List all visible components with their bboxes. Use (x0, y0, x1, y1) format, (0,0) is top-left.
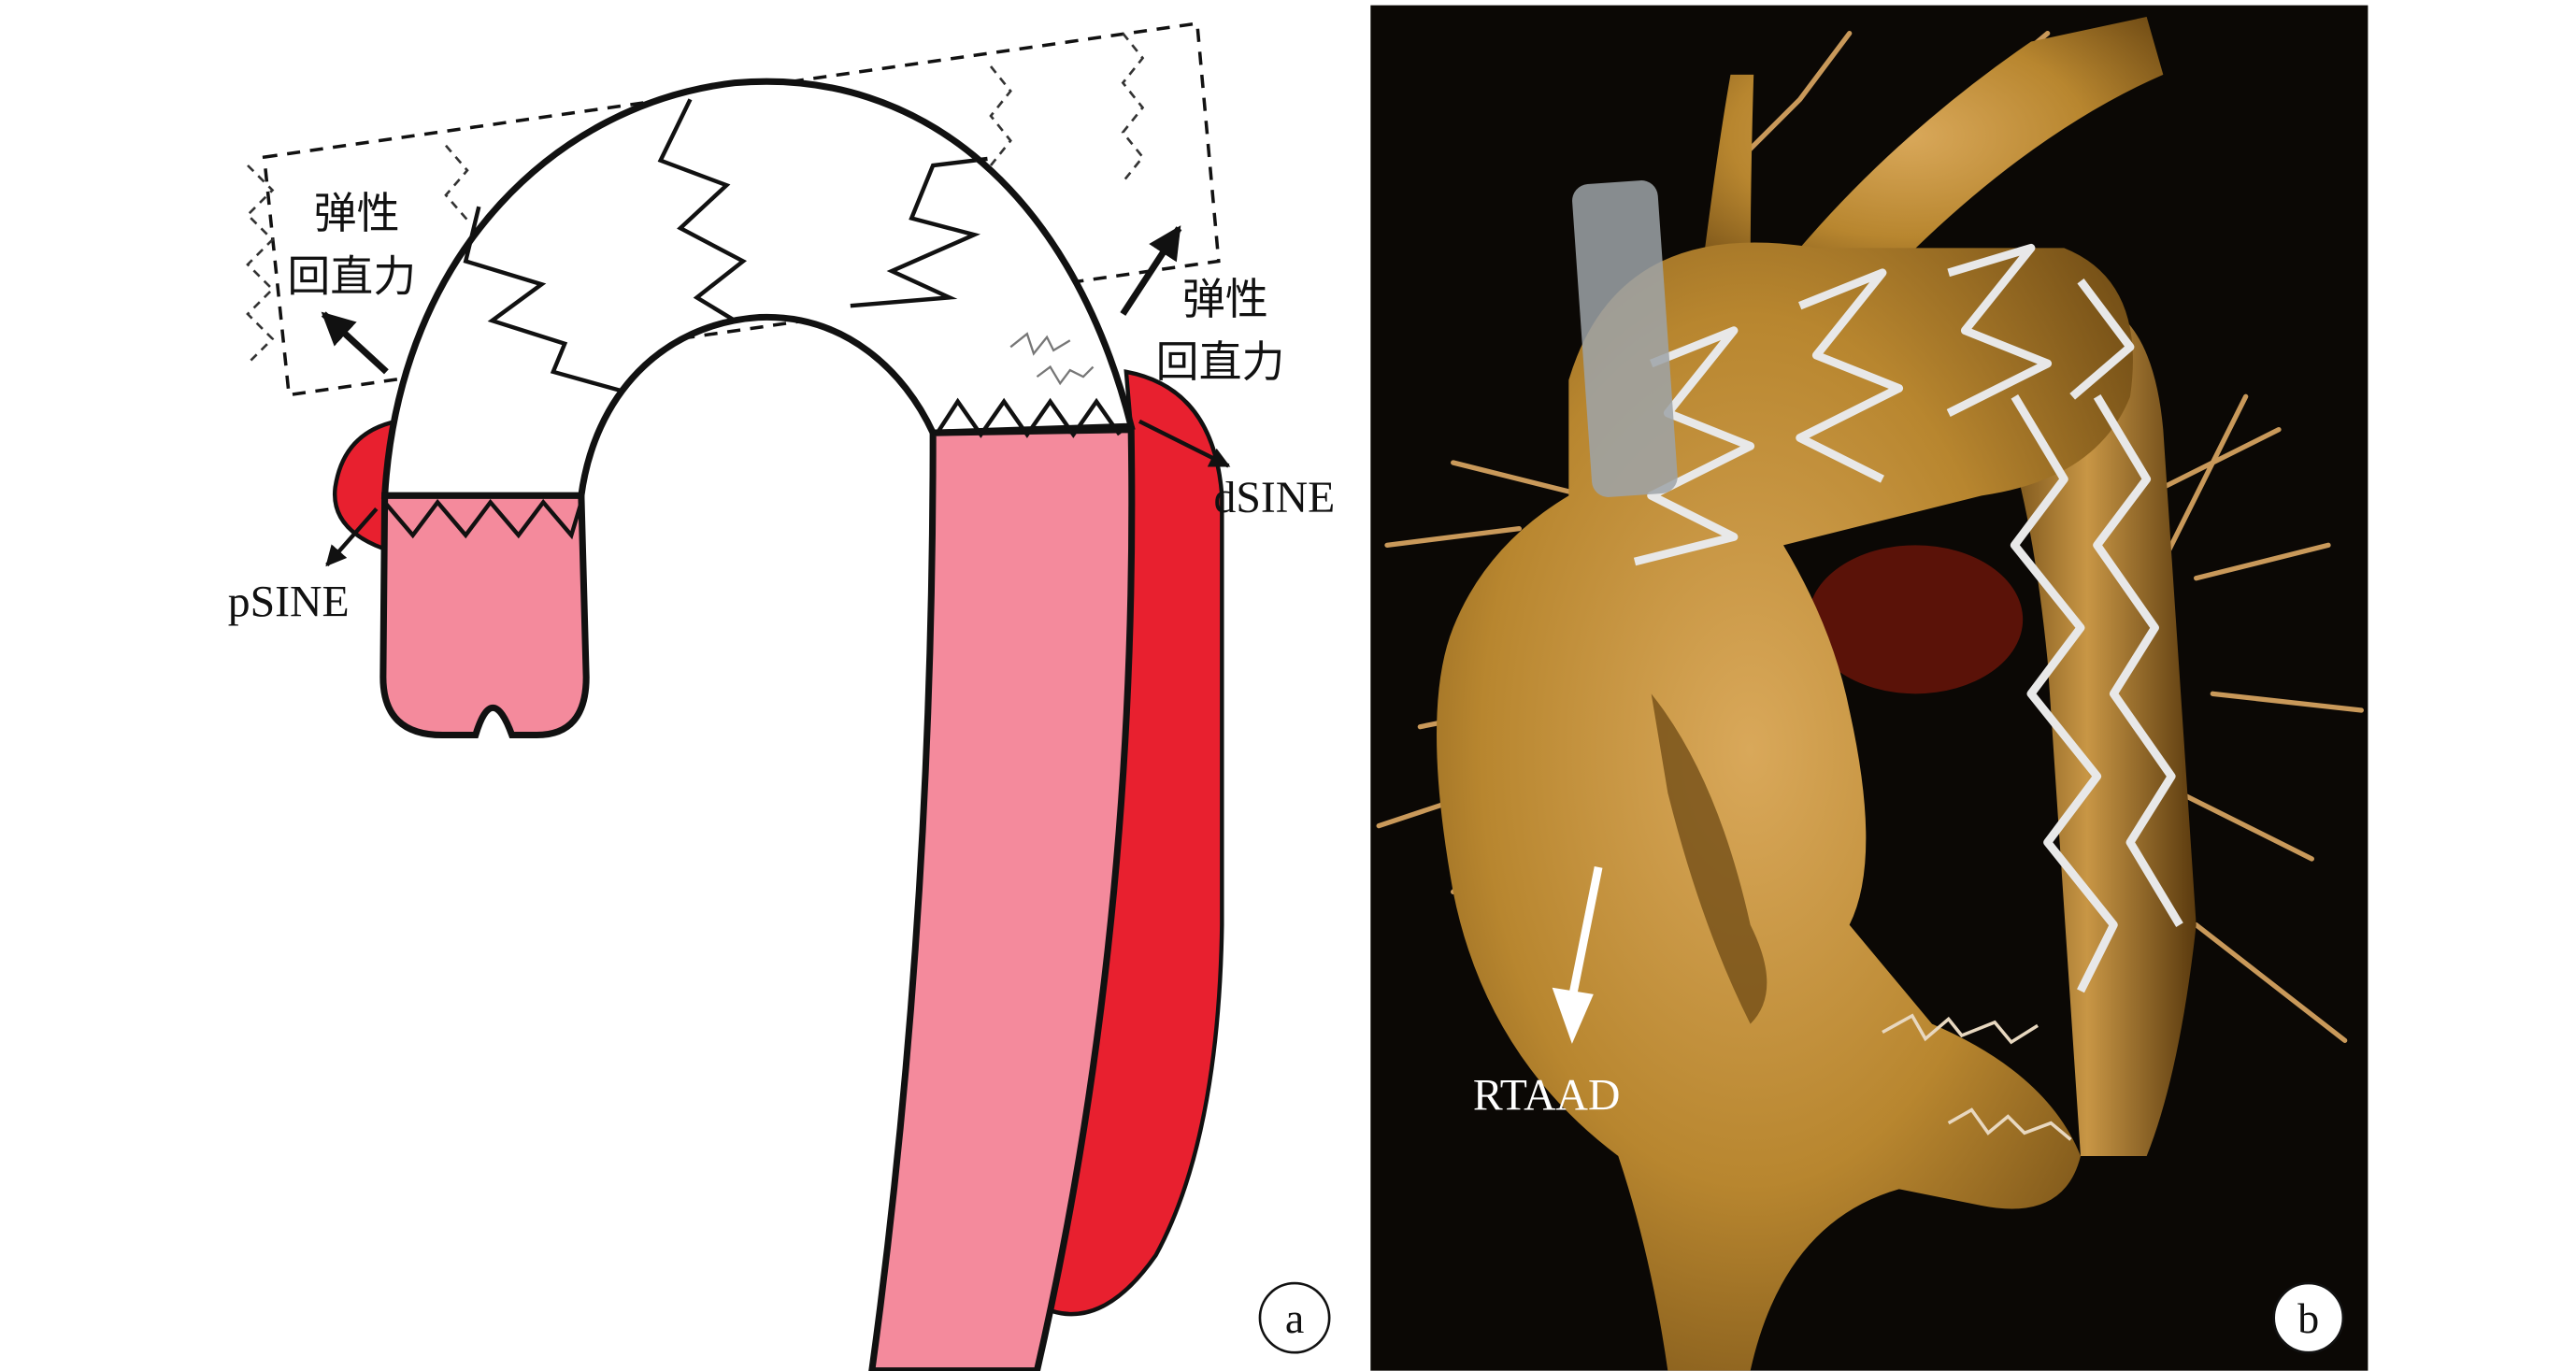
supra-aortic-vessels (1700, 17, 2164, 281)
ascending-crown-zigzag (382, 498, 583, 540)
panel-a-badge (1258, 1281, 1331, 1354)
psine-arrow (325, 507, 379, 567)
recoil-right-arrow (1120, 225, 1182, 316)
proximal-stent-tube (1572, 180, 1678, 497)
recoil-right-label-line2: 回直力 (1156, 336, 1285, 387)
rtaad-label: RTAAD (1473, 1071, 1621, 1121)
panel-b: RTAAD b (1370, 5, 2368, 1371)
arch-stent-zigzags (463, 98, 988, 394)
signature-mark (1009, 332, 1095, 386)
rtaad-arrow (1552, 865, 1603, 1044)
recoil-left-label-line2: 回直力 (287, 250, 416, 301)
panel-b-label: b (2297, 1294, 2319, 1342)
ct-signature-mark (1882, 1013, 2072, 1141)
psine-new-entry (332, 419, 399, 551)
recoil-left-label-line1: 弹性 (314, 188, 400, 238)
panel-a: 弹性 回直力 弹性 回直力 pSINE dSINE a (228, 21, 1336, 1371)
descending-aorta-render (1997, 296, 2197, 1157)
recoil-right-label-line1: 弹性 (1182, 274, 1268, 324)
recoil-left-arrow (321, 311, 389, 375)
panel-b-badge (2272, 1281, 2345, 1354)
ascending-aorta-render (1437, 242, 2133, 1371)
panel-a-label: a (1285, 1294, 1304, 1342)
ascending-stent-graft (379, 492, 590, 739)
aortic-arch-stent-graft (380, 78, 1136, 499)
dsine-arrow (1138, 419, 1231, 468)
original-stent-zigzags (246, 32, 1145, 364)
recoil-dashed-box (262, 21, 1221, 397)
dsine-label: dSINE (1214, 473, 1336, 522)
descending-crown-zigzag (934, 397, 1122, 438)
dissection-flap (1651, 693, 1767, 1024)
psine-label: pSINE (228, 577, 350, 626)
stent-wires (1633, 243, 2183, 993)
false-lumen-tissue (1808, 545, 2024, 694)
